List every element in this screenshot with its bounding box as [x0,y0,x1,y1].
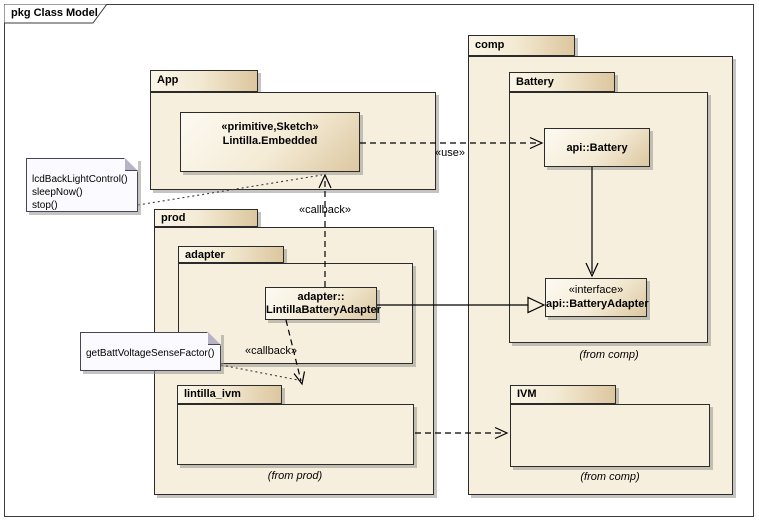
lcd-note: lcdBackLightControl() sleepNow() stop() [26,158,138,212]
api-battery-adapter-name: api::BatteryAdapter [546,298,649,310]
lintilla-battery-adapter-name-line2: LintillaBatteryAdapter [266,304,381,316]
package-battery-tab: Battery [509,72,615,92]
lintilla-battery-adapter-name-line1: adapter:: [297,291,345,303]
package-prod-tab: prod [154,209,258,227]
package-comp-tab: comp [468,35,575,56]
lcd-note-line3: stop() [32,200,58,211]
package-adapter-tab: adapter [178,246,284,263]
callback-bottom-label: «callback» [245,345,297,357]
class-lintilla-battery-adapter: adapter:: LintillaBatteryAdapter [265,287,381,320]
diagram-title: pkg Class Model [11,7,98,19]
class-api-battery: api::Battery [544,128,650,167]
package-ivm-body [510,404,710,467]
package-ivm-tab: IVM [510,385,616,404]
ivm-from-label: (from comp) [580,471,640,483]
lintilla-ivm-from-label: (from prod) [267,470,323,482]
use-label: «use» [435,147,465,159]
package-lintilla-ivm-body [177,404,414,465]
lcd-note-line2: sleepNow() [32,187,83,198]
api-battery-name: api::Battery [566,142,628,154]
lcd-note-line1: lcdBackLightControl() [32,174,128,185]
package-app-tab: App [150,70,258,92]
lintilla-embedded-stereotype: «primitive,Sketch» [221,121,319,133]
battery-from-label: (from comp) [579,349,639,361]
class-api-battery-adapter: «interface» api::BatteryAdapter [545,278,649,317]
frame-title-pentagon [4,4,108,24]
api-battery-adapter-stereotype: «interface» [568,284,624,296]
package-lintilla-ivm-tab: lintilla_ivm [177,385,282,404]
lintilla-embedded-name: Lintilla.Embedded [222,135,318,147]
callback-top-label: «callback» [299,204,351,216]
class-lintilla-embedded: «primitive,Sketch» Lintilla.Embedded [180,112,360,172]
batt-note: getBattVoltageSenseFactor() [80,332,221,371]
batt-note-line1: getBattVoltageSenseFactor() [86,348,215,359]
